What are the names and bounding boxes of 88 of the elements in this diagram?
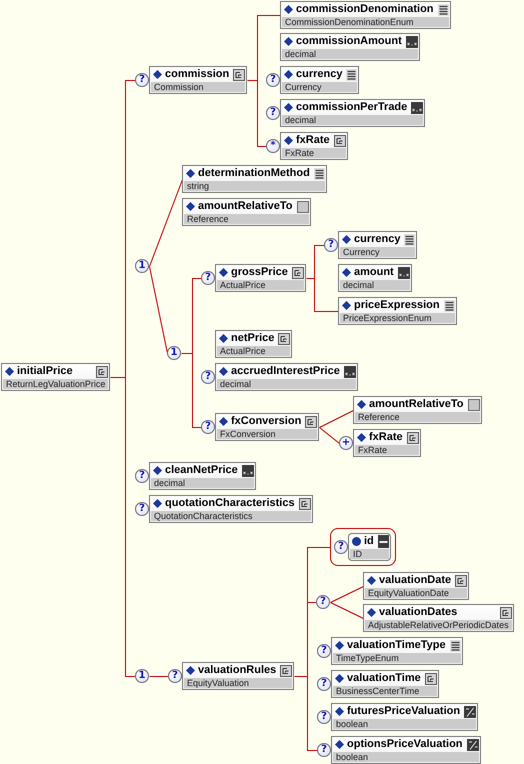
type-name: EquityValuation	[184, 678, 292, 688]
element-name: amountRelativeTo	[198, 199, 293, 214]
type-name: Currency	[282, 82, 358, 92]
attribute-frame	[330, 528, 396, 566]
element-name: valuationTimeType	[347, 638, 446, 653]
occurrence-marker: *	[266, 139, 280, 153]
type-name: string	[184, 181, 325, 191]
connector-line	[330, 602, 364, 619]
occurrence-marker: +	[339, 436, 353, 450]
element-name: id	[364, 534, 374, 549]
element-name: currency	[296, 67, 342, 82]
occurrence-marker: ?	[135, 469, 149, 483]
occurrence-marker: ?	[324, 238, 338, 252]
element-name: initialPrice	[17, 364, 73, 379]
type-name: Reference	[355, 412, 480, 422]
element-name: commissionAmount	[296, 34, 402, 49]
type-name: decimal	[217, 379, 356, 389]
connector-line	[110, 377, 136, 677]
element-name: netPrice	[231, 331, 274, 346]
element-name: valuationTime	[347, 671, 421, 686]
connector-line	[319, 410, 354, 428]
element-name: fxRate	[296, 133, 330, 148]
element-name: commissionPerTrade	[296, 100, 408, 115]
connector-line	[319, 427, 340, 444]
element-name: valuationDates	[379, 605, 458, 620]
type-name: FxConversion	[217, 429, 318, 439]
cardinality-marker: 1	[167, 346, 181, 360]
type-name: FxRate	[282, 148, 346, 158]
occurrence-marker: ?	[201, 420, 215, 434]
element-name: commissionDenomination	[296, 2, 434, 17]
type-name: decimal	[282, 49, 418, 59]
occurrence-marker: ?	[135, 73, 149, 87]
occurrence-marker: ?	[317, 710, 331, 724]
occurrence-marker: ?	[201, 271, 215, 285]
type-name: BusinessCenterTime	[333, 686, 437, 696]
connector-line	[181, 353, 202, 428]
connector-line	[330, 586, 364, 603]
element-name: currency	[354, 232, 400, 247]
element-name: determinationMethod	[198, 166, 310, 181]
element-name: grossPrice	[231, 265, 288, 280]
type-name: Commission	[151, 82, 246, 92]
element-name: accruedInterestPrice	[231, 364, 340, 379]
type-name: PriceExpressionEnum	[340, 313, 455, 323]
connector-line	[149, 676, 169, 677]
element-name: commission	[165, 67, 230, 82]
element-name: cleanNetPrice	[165, 463, 238, 478]
occurrence-marker: ?	[266, 73, 280, 87]
type-name: ActualPrice	[217, 280, 304, 290]
element-name: fxRate	[369, 430, 403, 445]
type-name: FxRate	[355, 445, 419, 455]
type-name: EquityValuationDate	[365, 588, 468, 598]
element-name: optionsPriceValuation	[347, 737, 463, 752]
element-name: amountRelativeTo	[369, 397, 464, 412]
type-name: decimal	[340, 280, 410, 290]
type-name: Currency	[340, 247, 416, 257]
element-name: valuationDate	[379, 573, 452, 588]
connector-line	[306, 278, 339, 312]
connector-line	[149, 266, 168, 354]
element-name: futuresPriceValuation	[347, 704, 460, 719]
type-name: ActualPrice	[217, 346, 290, 356]
occurrence-marker: ?	[317, 644, 331, 658]
type-name: TimeTypeEnum	[333, 653, 461, 663]
cardinality-marker: 1	[135, 669, 149, 683]
occurrence-marker: ?	[317, 677, 331, 691]
type-name: AdjustableRelativeOrPeriodicDates	[365, 620, 512, 630]
type-name: decimal	[151, 478, 254, 488]
occurrence-marker: ?	[266, 106, 280, 120]
element-name: priceExpression	[354, 298, 440, 313]
type-name: decimal	[282, 115, 424, 125]
type-name: ID	[350, 549, 389, 559]
occurrence-marker: ?	[168, 669, 182, 683]
type-name: boolean	[333, 752, 479, 762]
connector-line	[149, 179, 183, 267]
element-name: fxConversion	[231, 414, 302, 429]
occurrence-marker: ?	[317, 743, 331, 757]
type-name: Reference	[184, 214, 309, 224]
occurrence-marker: ?	[135, 502, 149, 516]
element-name: quotationCharacteristics	[165, 496, 295, 511]
occurrence-marker: ?	[201, 370, 215, 384]
type-name: QuotationCharacteristics	[151, 511, 311, 521]
type-name: CommissionDenominationEnum	[282, 17, 449, 27]
element-name: amount	[354, 265, 394, 280]
element-name: valuationRules	[198, 663, 276, 678]
occurrence-marker: ?	[334, 540, 348, 554]
type-name: boolean	[333, 719, 476, 729]
cardinality-marker: ?	[316, 595, 330, 609]
type-name: ReturnLegValuationPrice	[3, 379, 108, 389]
cardinality-marker: 1	[135, 259, 149, 273]
